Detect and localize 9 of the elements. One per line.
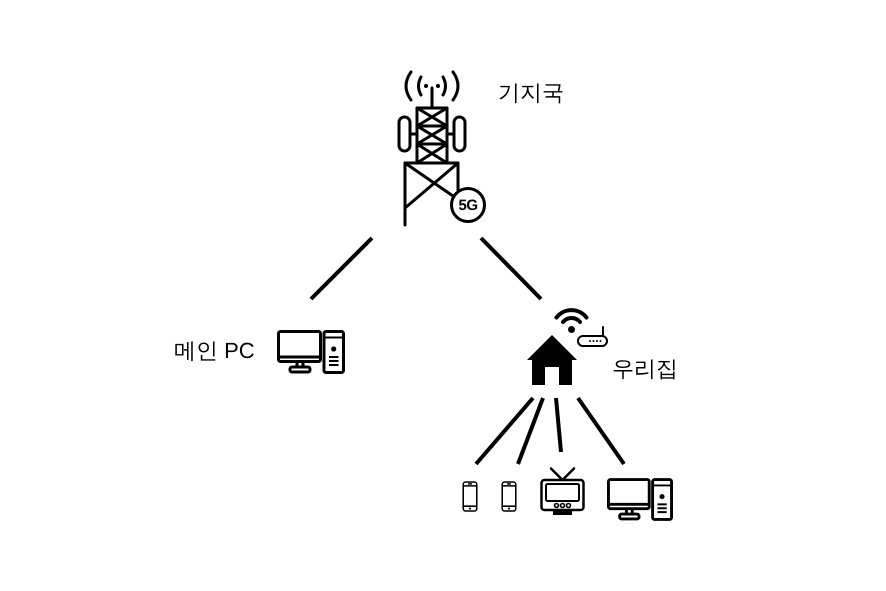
location-label: 우리집 bbox=[612, 356, 678, 382]
connector-line bbox=[480, 236, 542, 300]
connector-line bbox=[474, 396, 535, 466]
connector-line bbox=[576, 396, 626, 466]
connector-line bbox=[516, 397, 545, 465]
connector-line bbox=[310, 236, 374, 300]
network-badge: 5G bbox=[450, 187, 486, 223]
device-label: 메인 PC bbox=[174, 338, 255, 364]
station-label: 기지국 bbox=[498, 80, 564, 106]
